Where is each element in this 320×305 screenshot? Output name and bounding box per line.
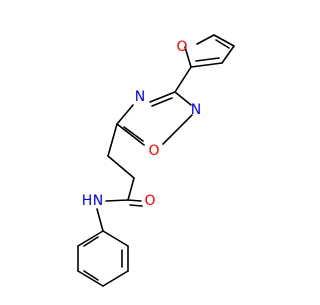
molecule-structure-diagram: O N N O O N H [0, 0, 300, 300]
atom-label-amide-h: H [82, 193, 93, 209]
bond-furan-o-c5 [196, 34, 215, 45]
bond-ph-3 [102, 270, 129, 287]
bond-carbonyl-o-2 [129, 204, 143, 207]
bond-oxa-c3-n4 [149, 91, 176, 103]
atom-label-furan-o: O [176, 39, 187, 55]
bond-chain-ca-cb [107, 123, 118, 157]
bond-ph-6 [77, 230, 104, 247]
bond-ph-inner-3 [83, 236, 99, 247]
bond-furan-c3-c2 [190, 62, 223, 68]
bond-furan-o-c2 [184, 46, 192, 68]
bonds [77, 34, 235, 287]
bond-furan-c5-c4 [213, 34, 235, 47]
atom-label-oxadiazole-n4: N [135, 89, 145, 105]
molecule-svg: O N N O O N H [0, 0, 300, 300]
bond-oxa-c5-o1 [116, 123, 145, 146]
bond-chain-cb-cc [107, 155, 135, 179]
bond-furan-c3-c2-inner [195, 57, 220, 62]
atom-label-oxadiazole-o1: O [148, 143, 159, 159]
bond-oxa-c3-n2 [174, 91, 192, 106]
bond-ph-1 [102, 230, 129, 247]
background [0, 0, 300, 300]
bond-oxa-o1-n2 [162, 114, 193, 145]
bond-ph-4 [77, 270, 104, 287]
atom-label-amide-o: O [144, 193, 155, 209]
bond-carbonyl-o-1 [127, 199, 142, 202]
atom-label-amide-n: N [93, 193, 103, 209]
bond-oxa-n4-c5 [116, 104, 134, 125]
atom-label-oxadiazole-n2: N [191, 102, 201, 118]
bond-oxa-c3-n4-double [151, 97, 173, 107]
bond-furan-c2-oxa-c3 [174, 66, 192, 93]
bond-chain-cc-carbonyl [127, 177, 135, 201]
bond-ph-inner-2 [83, 270, 99, 281]
bond-carbonyl-n [105, 199, 129, 202]
bond-oxa-c5-o1-inner [123, 126, 144, 142]
bond-n-phenyl [96, 208, 104, 232]
bond-furan-c4-c3 [221, 45, 235, 64]
bond-furan-c5-c4-inner [215, 39, 230, 49]
